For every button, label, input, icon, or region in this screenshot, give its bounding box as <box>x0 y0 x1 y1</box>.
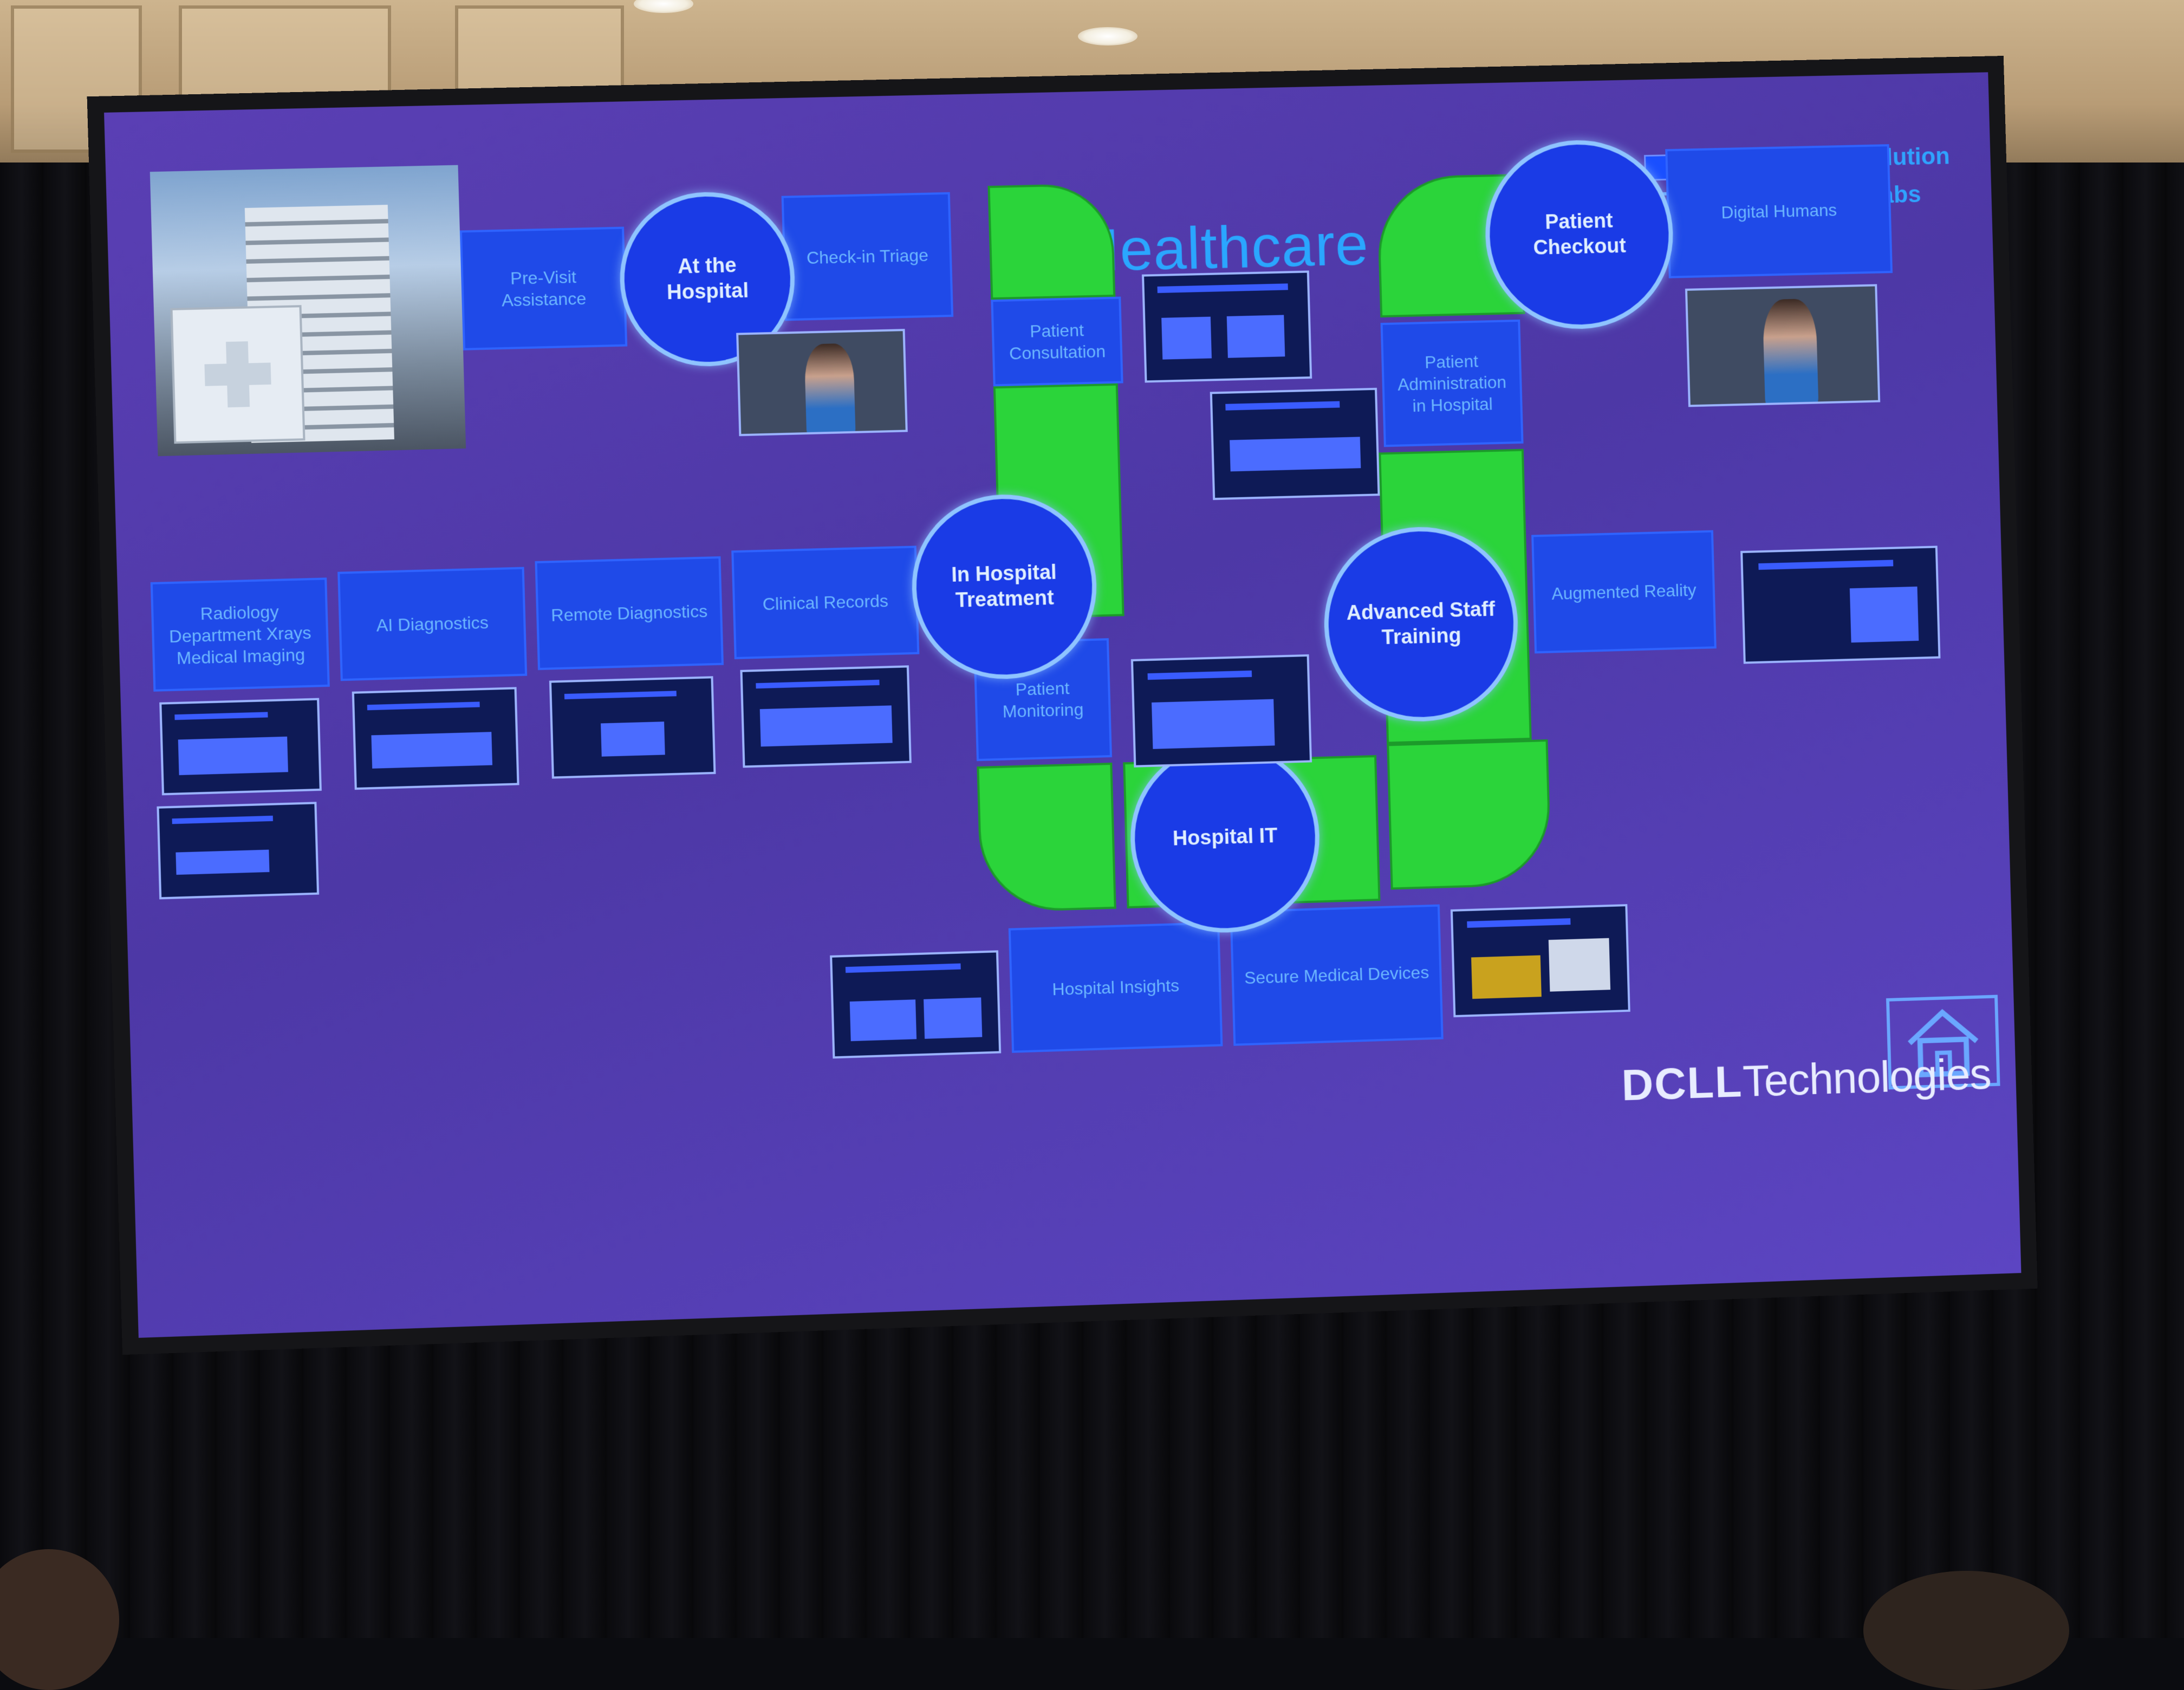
screenshot-thumbnail <box>1210 387 1380 500</box>
hospital-photo <box>150 165 466 457</box>
tile-remote-diagnostics[interactable]: Remote Diagnostics <box>535 556 724 671</box>
tile-pre-visit-assistance[interactable]: Pre-Visit Assistance <box>459 226 628 350</box>
tile-digital-humans[interactable]: Digital Humans <box>1665 144 1893 278</box>
tile-patient-administration[interactable]: Patient Administration in Hospital <box>1380 319 1524 447</box>
track-segment <box>1387 739 1552 890</box>
tile-secure-medical-devices[interactable]: Secure Medical Devices <box>1230 904 1444 1046</box>
screenshot-thumbnail <box>352 687 519 790</box>
presentation-slide: Healthcare Customer Solution Centers Inn… <box>104 72 2021 1338</box>
tile-radiology-department[interactable]: Radiology Department Xrays Medical Imagi… <box>150 577 330 692</box>
screenshot-thumbnail <box>1130 654 1312 768</box>
ceiling-light <box>1078 27 1138 46</box>
digital-human-video-thumbnail <box>736 329 908 437</box>
audience-head <box>1863 1571 2069 1690</box>
screenshot-thumbnail <box>159 698 322 796</box>
screenshot-thumbnail <box>549 676 716 779</box>
tile-check-in-triage[interactable]: Check-in Triage <box>781 192 954 321</box>
screenshot-thumbnail <box>1450 904 1630 1018</box>
tile-ai-diagnostics[interactable]: AI Diagnostics <box>337 567 528 681</box>
dell-technologies-logo: DϹLLTechnologies <box>1621 1049 1992 1110</box>
screenshot-thumbnail <box>157 802 320 900</box>
screenshot-thumbnail <box>830 950 1002 1059</box>
track-segment <box>977 762 1116 913</box>
tile-augmented-reality[interactable]: Augmented Reality <box>1531 530 1717 654</box>
tile-hospital-insights[interactable]: Hospital Insights <box>1008 921 1223 1053</box>
screenshot-thumbnail <box>740 665 912 768</box>
screenshot-thumbnail <box>1141 270 1312 383</box>
screenshot-thumbnail <box>1740 545 1941 664</box>
tile-clinical-records[interactable]: Clinical Records <box>731 545 920 660</box>
digital-human-video-thumbnail <box>1685 284 1881 407</box>
projection-screen: Healthcare Customer Solution Centers Inn… <box>87 56 2038 1355</box>
hospital-sign <box>170 305 306 444</box>
track-segment <box>987 183 1116 300</box>
tile-patient-consultation[interactable]: Patient Consultation <box>991 296 1123 387</box>
